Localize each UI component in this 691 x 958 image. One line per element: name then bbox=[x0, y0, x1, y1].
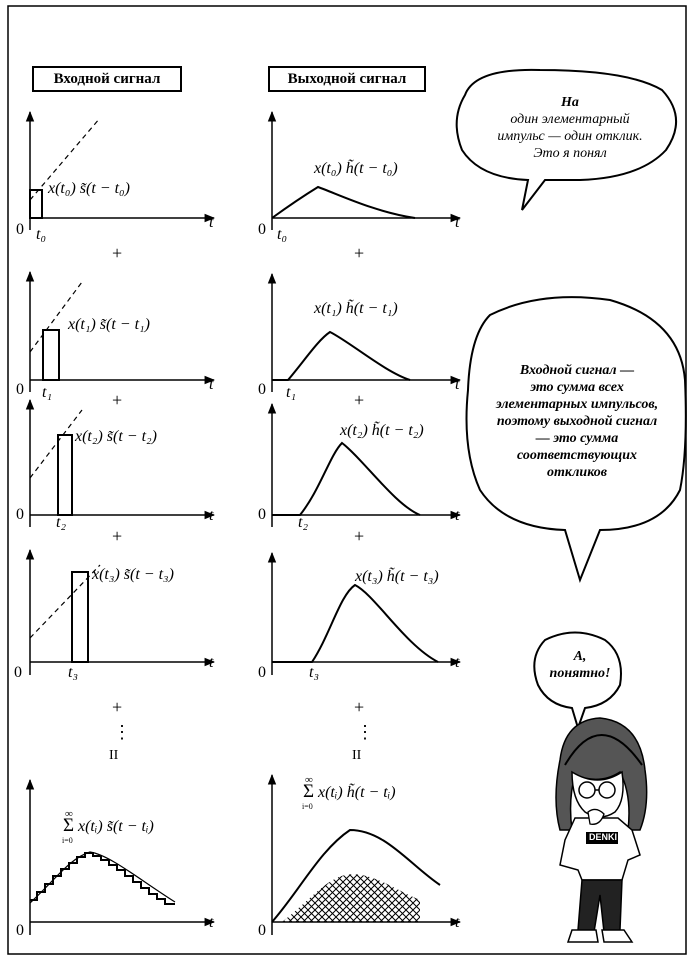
response-label-0: x(t₀) h̃(t − t₀) bbox=[314, 160, 398, 178]
output-signal-header: Выходной сигнал bbox=[268, 66, 426, 92]
origin-label: 0 bbox=[258, 664, 266, 682]
tick-t3: t₃ bbox=[68, 664, 78, 682]
response-label-3: x(t₃) h̃(t − t₃) bbox=[355, 568, 439, 586]
plus-sign: + bbox=[112, 526, 122, 547]
t-axis-label: t bbox=[209, 654, 213, 672]
plus-sign: + bbox=[112, 390, 122, 411]
tick-t2: t₂ bbox=[56, 514, 66, 532]
origin-label: 0 bbox=[16, 922, 24, 940]
response-label-1: x(t₁) h̃(t − t₁) bbox=[314, 300, 398, 318]
t-axis-label: t bbox=[209, 376, 213, 394]
input-signal-header: Входной сигнал bbox=[32, 66, 182, 92]
input-signal-curve bbox=[30, 565, 100, 638]
pulse-label-0: x(t₀) s̃(t − t₀) bbox=[48, 180, 130, 198]
row-1-output bbox=[272, 274, 460, 392]
sum-term-output: x(tᵢ) h̃(t − tᵢ) bbox=[318, 784, 396, 802]
plus-sign: + bbox=[354, 243, 364, 264]
tick-t1: t₁ bbox=[42, 384, 52, 402]
impulse-response-curve bbox=[272, 443, 420, 515]
sum-lower: i=0 bbox=[302, 802, 313, 811]
origin-label: 0 bbox=[258, 221, 266, 239]
origin-label: 0 bbox=[258, 381, 266, 399]
impulse-response-curve bbox=[272, 187, 415, 218]
row-2-input bbox=[30, 400, 214, 527]
speech-bubble-2-text: Входной сигнал — это сумма всех элемента… bbox=[470, 362, 684, 481]
equals-sign: II bbox=[352, 748, 361, 764]
shirt-text: DENKI bbox=[589, 832, 617, 842]
ellipsis-dots: ⋮ bbox=[356, 722, 374, 743]
t-axis-label: t bbox=[209, 914, 213, 932]
row-0-input bbox=[30, 112, 214, 230]
t-axis-label: t bbox=[209, 507, 213, 525]
t-axis-label: t bbox=[455, 376, 459, 394]
tick-t0: t₀ bbox=[36, 226, 46, 244]
pulse-label-2: x(t₂) s̃(t − t₂) bbox=[75, 428, 157, 446]
pulse-label-1: x(t₁) s̃(t − t₁) bbox=[68, 316, 150, 334]
plus-sign: + bbox=[112, 243, 122, 264]
tick-t2: t₂ bbox=[298, 514, 308, 532]
origin-label: 0 bbox=[258, 922, 266, 940]
pulse-label-3: x(t₃) s̃(t − t₃) bbox=[92, 566, 174, 584]
t-axis-label: t bbox=[455, 214, 459, 232]
tick-t1: t₁ bbox=[286, 384, 296, 402]
elementary-pulse bbox=[30, 190, 42, 218]
staircase-sum bbox=[30, 853, 175, 904]
origin-label: 0 bbox=[16, 506, 24, 524]
t-axis-label: t bbox=[455, 654, 459, 672]
t-axis-label: t bbox=[455, 914, 459, 932]
sum-lower: i=0 bbox=[62, 836, 73, 845]
plus-sign: + bbox=[354, 390, 364, 411]
equals-sign: II bbox=[109, 748, 118, 764]
sum-symbol: Σ bbox=[303, 781, 314, 803]
ellipsis-dots: ⋮ bbox=[113, 722, 131, 743]
girl-character bbox=[556, 718, 647, 942]
impulse-response-curve bbox=[272, 585, 438, 662]
plus-sign: + bbox=[354, 697, 364, 718]
speech-bubble-3-text: А, понятно! bbox=[540, 648, 620, 682]
origin-label: 0 bbox=[258, 506, 266, 524]
tick-t0: t₀ bbox=[277, 226, 287, 244]
elementary-pulse bbox=[58, 435, 72, 515]
plus-sign: + bbox=[354, 526, 364, 547]
elementary-pulse bbox=[43, 330, 59, 380]
response-label-2: x(t₂) h̃(t − t₂) bbox=[340, 422, 424, 440]
origin-label: 0 bbox=[16, 221, 24, 239]
impulse-response-curve bbox=[272, 332, 410, 380]
plus-sign: + bbox=[112, 697, 122, 718]
t-axis-label: t bbox=[455, 507, 459, 525]
origin-label: 0 bbox=[16, 381, 24, 399]
t-axis-label: t bbox=[209, 214, 213, 232]
origin-label: 0 bbox=[14, 664, 22, 682]
sum-term-input: x(tᵢ) s̃(t − tᵢ) bbox=[78, 818, 154, 836]
tick-t3: t₃ bbox=[309, 664, 319, 682]
sum-symbol: Σ bbox=[63, 815, 74, 837]
sum-input bbox=[30, 780, 214, 935]
speech-bubble-1-text: На один элементарный импульс — один откл… bbox=[470, 94, 670, 162]
